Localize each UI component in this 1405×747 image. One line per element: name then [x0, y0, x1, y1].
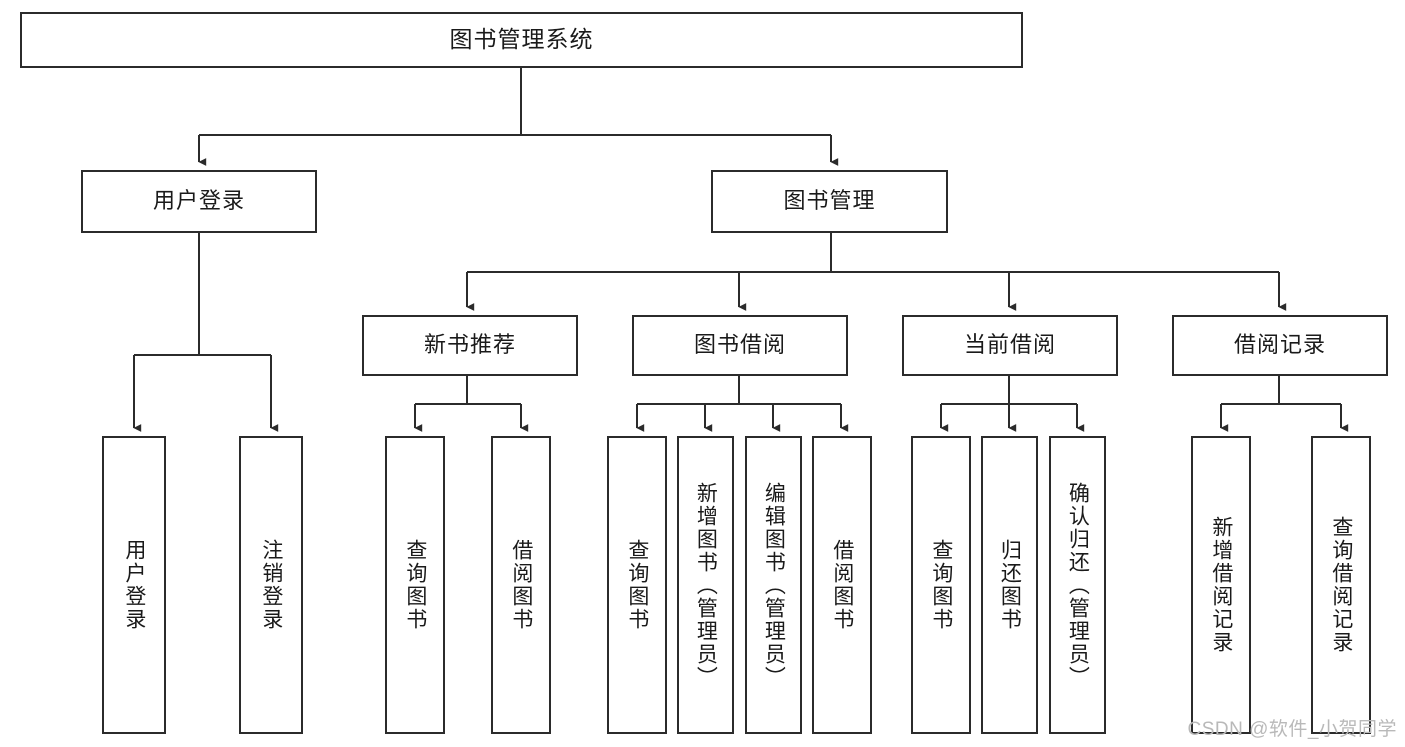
node-label: 确认归还（管理员） [1066, 481, 1090, 689]
node-label: 用户登录 [122, 539, 146, 631]
node-leaf-user-login[interactable]: 用户登录 [102, 436, 166, 734]
node-leaf-add-record[interactable]: 新增借阅记录 [1191, 436, 1251, 734]
node-leaf-query-book-2[interactable]: 查询图书 [607, 436, 667, 734]
node-borrow-record[interactable]: 借阅记录 [1172, 315, 1388, 376]
node-label: 注销登录 [259, 539, 283, 631]
node-label: 图书管理系统 [449, 26, 594, 53]
node-label: 用户登录 [152, 188, 245, 214]
node-current-borrow[interactable]: 当前借阅 [902, 315, 1118, 376]
node-label: 新增图书（管理员） [694, 481, 718, 689]
node-label: 查询图书 [929, 539, 953, 631]
node-label: 查询借阅记录 [1329, 516, 1353, 654]
csdn-watermark: CSDN @软件_小贺同学 [1187, 719, 1397, 740]
node-leaf-borrow-book-1[interactable]: 借阅图书 [491, 436, 551, 734]
node-leaf-edit-book[interactable]: 编辑图书（管理员） [745, 436, 802, 734]
node-label: 借阅图书 [830, 539, 854, 631]
node-label: 图书管理 [783, 188, 876, 214]
node-label: 图书借阅 [693, 332, 786, 358]
node-leaf-confirm-return[interactable]: 确认归还（管理员） [1049, 436, 1106, 734]
node-leaf-query-book-3[interactable]: 查询图书 [911, 436, 971, 734]
node-label: 新增借阅记录 [1209, 516, 1233, 654]
node-label: 借阅记录 [1233, 332, 1326, 358]
node-root-system[interactable]: 图书管理系统 [20, 12, 1023, 68]
node-label: 编辑图书（管理员） [762, 481, 786, 689]
node-label: 借阅图书 [509, 539, 533, 631]
node-label: 归还图书 [998, 539, 1022, 631]
node-label: 查询图书 [403, 539, 427, 631]
node-book-borrow[interactable]: 图书借阅 [632, 315, 848, 376]
node-leaf-add-book[interactable]: 新增图书（管理员） [677, 436, 734, 734]
node-user-login[interactable]: 用户登录 [81, 170, 317, 233]
node-new-book-recommend[interactable]: 新书推荐 [362, 315, 578, 376]
node-book-manage[interactable]: 图书管理 [711, 170, 948, 233]
node-leaf-return-book[interactable]: 归还图书 [981, 436, 1038, 734]
node-label: 新书推荐 [423, 332, 516, 358]
node-leaf-query-record[interactable]: 查询借阅记录 [1311, 436, 1371, 734]
node-label: 查询图书 [625, 539, 649, 631]
node-leaf-logout-login[interactable]: 注销登录 [239, 436, 303, 734]
node-leaf-borrow-book-2[interactable]: 借阅图书 [812, 436, 872, 734]
node-leaf-query-book-1[interactable]: 查询图书 [385, 436, 445, 734]
node-label: 当前借阅 [963, 332, 1056, 358]
